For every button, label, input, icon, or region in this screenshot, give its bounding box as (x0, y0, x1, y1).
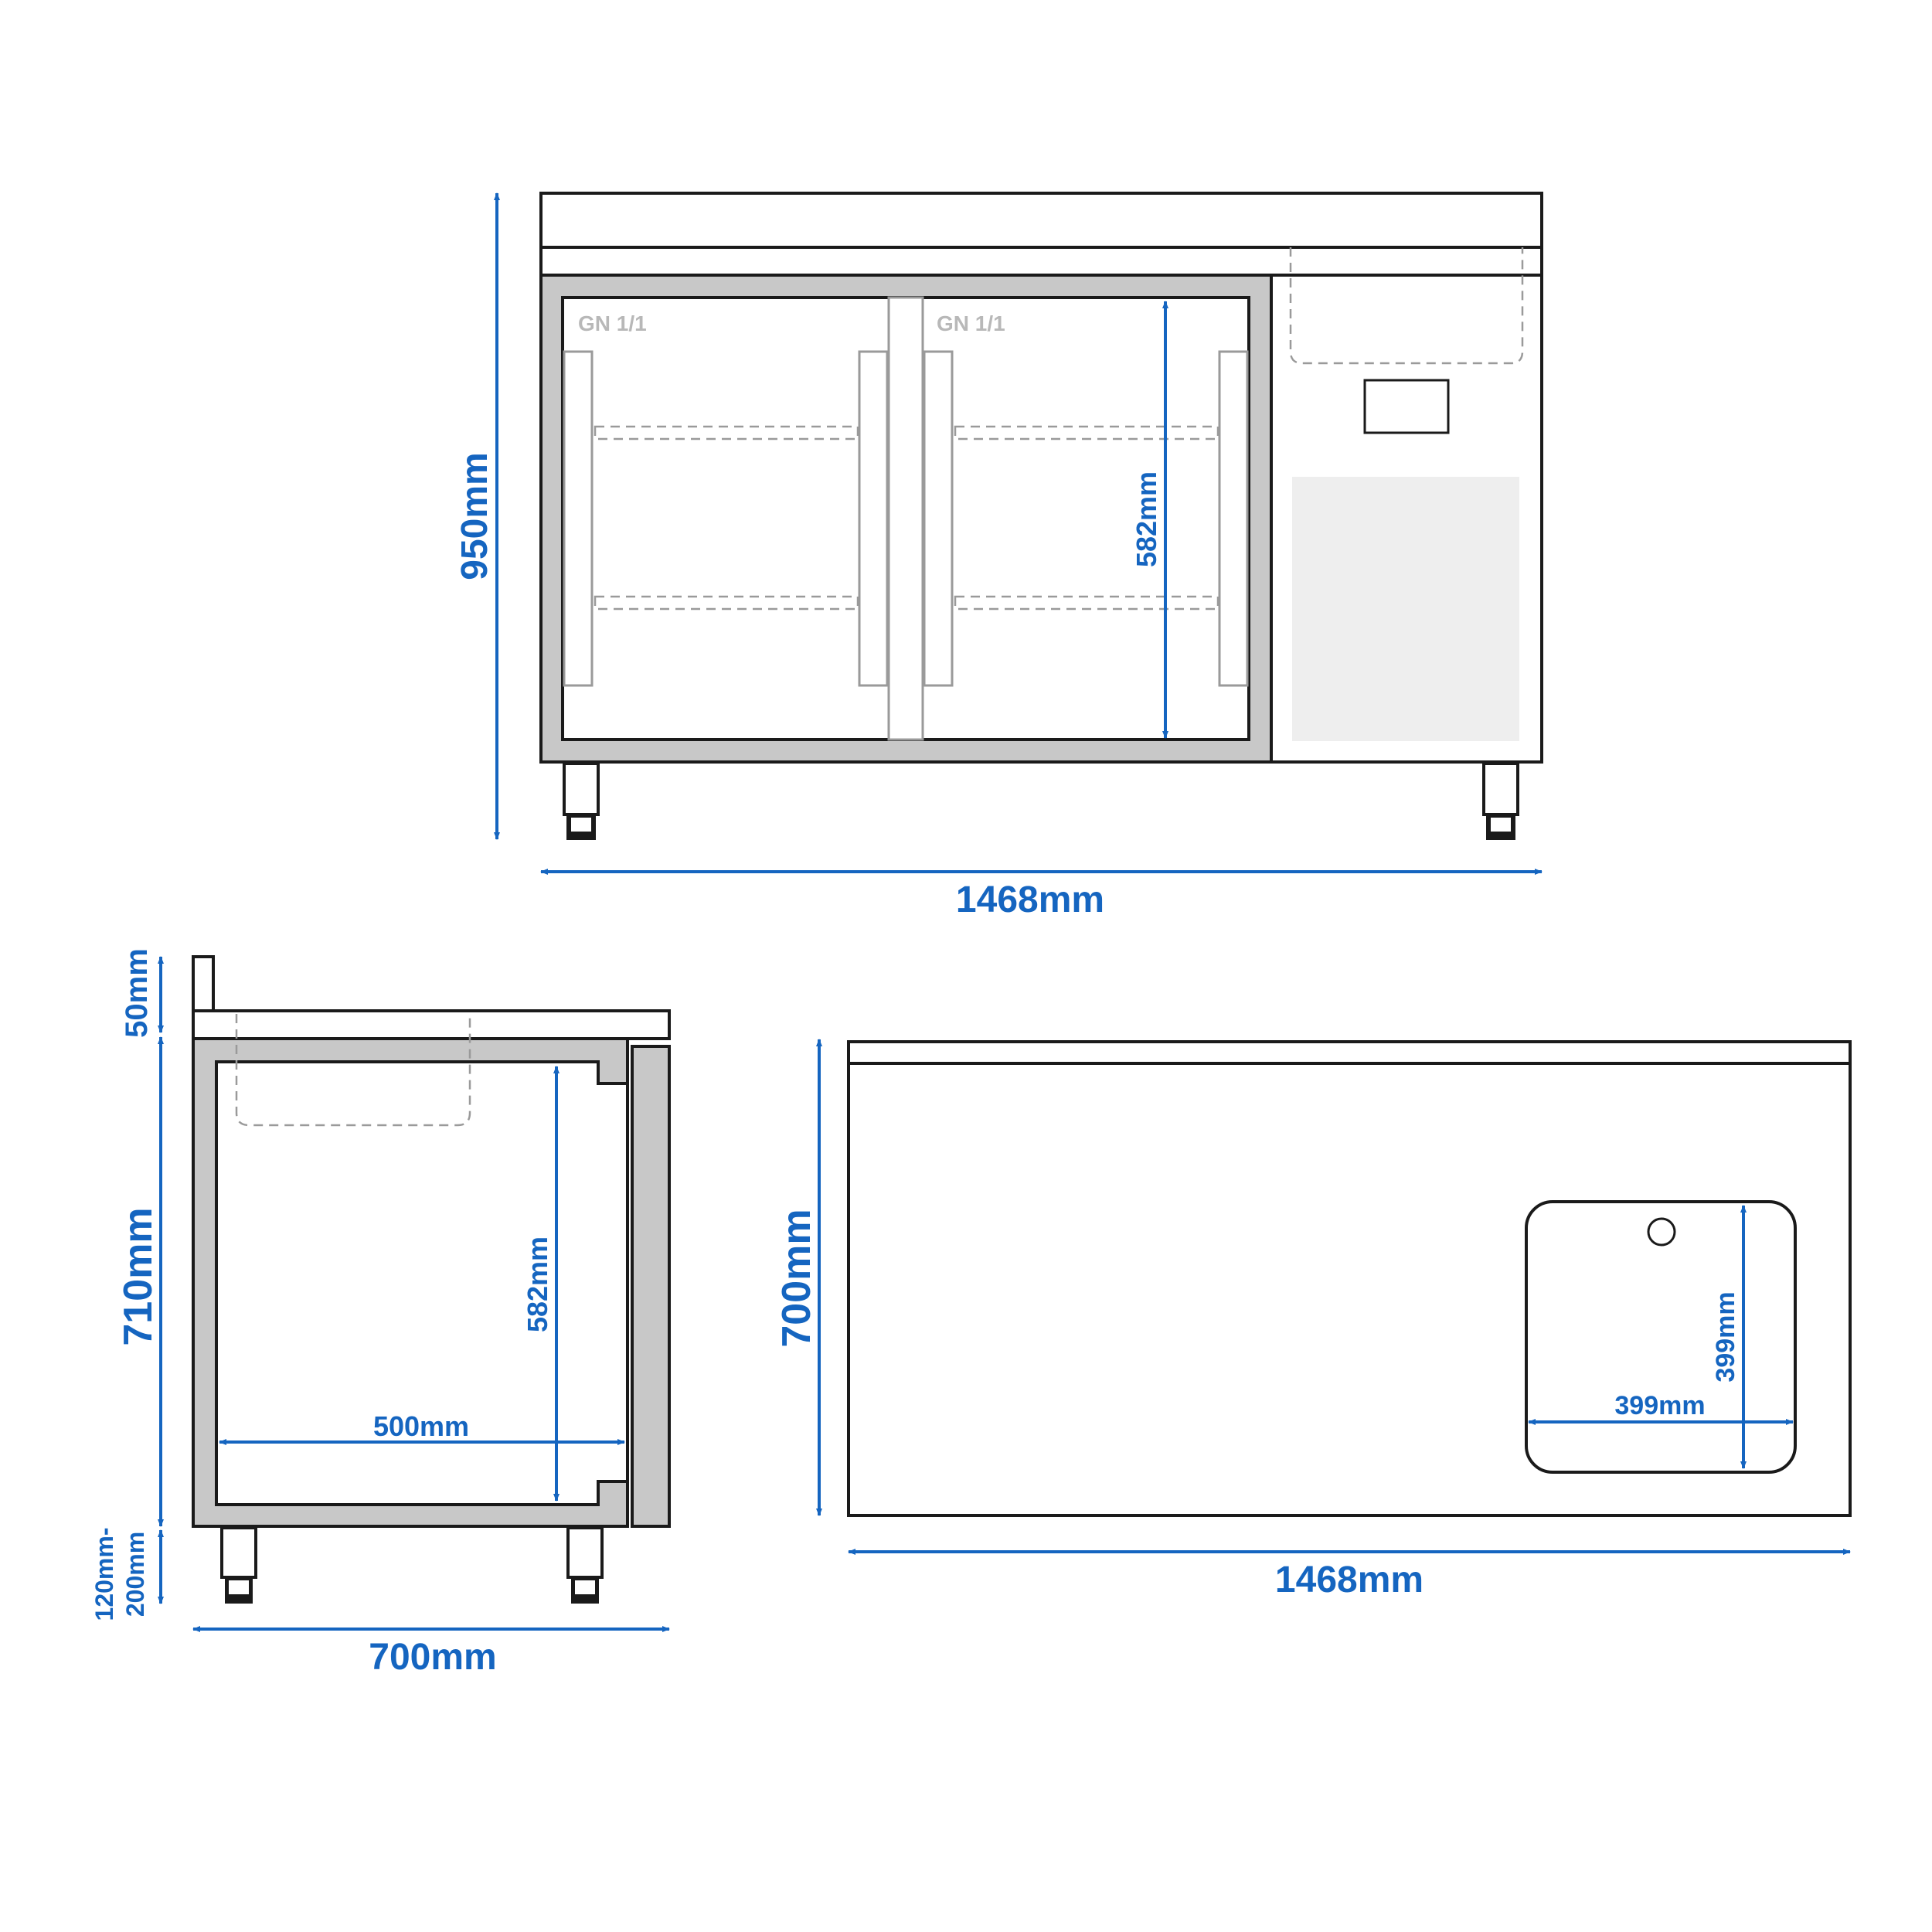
side-worktop (192, 1009, 671, 1040)
shelf-dashed (954, 425, 1219, 440)
ventilation-panel (1292, 477, 1519, 741)
side-leg-right (566, 1526, 604, 1579)
sink-drain-icon (1647, 1217, 1676, 1247)
side-backsplash (192, 955, 215, 1012)
side-leg-left (220, 1526, 257, 1579)
front-worktop-lip (539, 246, 1543, 277)
body-height-label: 710mm (116, 1207, 161, 1345)
compartment-label-right: GN 1/1 (937, 311, 1005, 335)
front-width-label: 1468mm (956, 879, 1104, 920)
leg-height-label-line1: 120mm- (90, 1528, 118, 1621)
top-view: 700mm 1468mm 399mm 399mm (774, 1039, 1852, 1600)
door-handle-left-1 (563, 350, 594, 687)
shelf-dashed (594, 595, 859, 611)
front-height-label: 950mm (454, 452, 495, 580)
door-handle-right-1 (923, 350, 954, 687)
control-display (1363, 379, 1450, 434)
front-worktop (539, 192, 1543, 249)
sink-basin (1525, 1200, 1797, 1474)
compartment-label-left: GN 1/1 (578, 311, 647, 335)
door-split (887, 296, 924, 741)
shelf-dashed (594, 425, 859, 440)
leg-height-label-line2: 200mm (121, 1532, 149, 1617)
side-drawer-dashed (235, 1014, 471, 1127)
leg-foot-inner (575, 1580, 595, 1594)
side-door (631, 1045, 671, 1528)
leg-foot-inner (571, 818, 591, 832)
side-depth-label: 700mm (369, 1637, 496, 1678)
front-inner-height-label: 582mm (1131, 471, 1162, 567)
leg-foot-inner (1491, 818, 1511, 832)
leg-foot-inner (229, 1580, 249, 1594)
door-handle-left-2 (858, 350, 889, 687)
sink-width-label: 399mm (1614, 1391, 1705, 1420)
side-inner-height-label: 582mm (522, 1236, 553, 1332)
top-worktop (847, 1062, 1852, 1517)
front-leg-right (1482, 762, 1519, 816)
shelf-dashed (954, 595, 1219, 611)
backsplash-label: 50mm (120, 948, 154, 1038)
side-inner-depth-label: 500mm (373, 1410, 469, 1442)
top-width-label: 1468mm (1275, 1560, 1423, 1600)
drawer-dashed (1289, 247, 1524, 365)
sink-depth-label: 399mm (1711, 1291, 1740, 1382)
front-leg-left (563, 762, 600, 816)
top-backsplash-strip (847, 1040, 1852, 1065)
side-view: 50mm 710mm 120mm- 200mm 700mm 582mm 500m… (90, 948, 671, 1678)
front-view: GN 1/1 GN 1/1 950mm 1468mm 582mm (454, 192, 1543, 920)
door-handle-right-2 (1218, 350, 1249, 687)
top-depth-label: 700mm (774, 1209, 819, 1347)
